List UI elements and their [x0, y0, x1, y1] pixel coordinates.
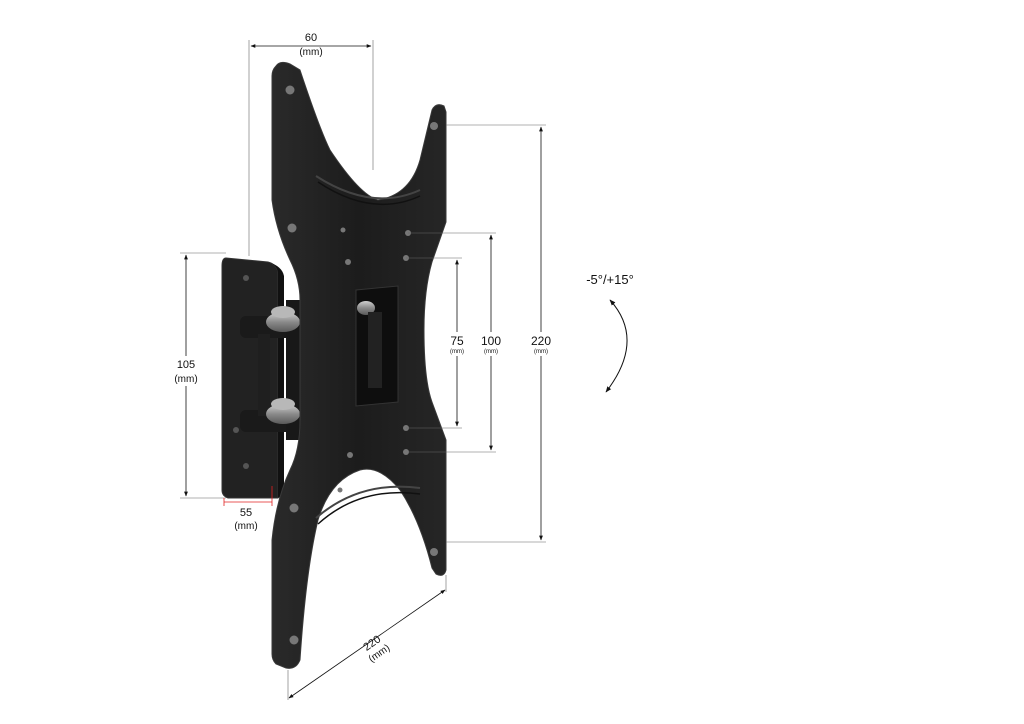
hinge-bolt-icon — [266, 312, 300, 332]
mount-hole-icon — [430, 548, 438, 556]
dimension-vesa-75: 75 (mm) — [406, 257, 468, 429]
dimension-plate-height: 220 (mm) — [446, 124, 555, 543]
plate-height-unit: (mm) — [534, 349, 548, 355]
mount-hole-icon — [347, 452, 353, 458]
mount-hole-icon — [287, 223, 297, 233]
dimension-top-offset: 60 (mm) — [248, 32, 374, 256]
wall-plate-height-unit: (mm) — [174, 374, 197, 385]
mount-hole-icon — [289, 503, 299, 513]
dimension-wall-plate-height: 105 (mm) — [170, 252, 226, 499]
tilt-knob-icon — [357, 301, 375, 315]
wall-plate-height-value: 105 — [177, 359, 195, 371]
mount-hole-icon — [337, 487, 343, 493]
wall-plate-width-unit: (mm) — [234, 521, 257, 532]
vesa-100-value: 100 — [481, 334, 501, 348]
vesa-100-unit: (mm) — [484, 349, 498, 355]
wall-plate-width-value: 55 — [240, 507, 252, 519]
dimension-vesa-100: 100 (mm) — [408, 232, 504, 453]
top-offset-unit: (mm) — [299, 47, 322, 58]
vesa-75-value: 75 — [450, 334, 464, 348]
mount-hole-icon — [345, 259, 351, 265]
dimension-wall-plate-width: 55 (mm) — [223, 486, 273, 532]
mount-hole-icon — [430, 122, 438, 130]
vesa-75-unit: (mm) — [450, 349, 464, 355]
wall-plate-hole-icon — [233, 427, 239, 433]
wall-plate-hole-icon — [243, 463, 249, 469]
mount-hole-icon — [403, 449, 409, 455]
mount-hole-icon — [289, 635, 299, 645]
mount-hole-icon — [285, 85, 295, 95]
hinge-bolt-icon — [266, 404, 300, 424]
dimension-plate-width: 220 (mm) — [287, 575, 447, 700]
tilt-indicator: -5°/+15° — [586, 272, 634, 393]
wall-plate-hole-icon — [243, 275, 249, 281]
vesa-plate — [271, 61, 447, 669]
plate-height-value: 220 — [531, 334, 551, 348]
tilt-label: -5°/+15° — [586, 272, 634, 287]
mount-hole-icon — [340, 227, 346, 233]
top-offset-value: 60 — [305, 32, 317, 44]
wall-plate — [221, 257, 284, 499]
tilt-arrow-icon — [605, 299, 628, 393]
